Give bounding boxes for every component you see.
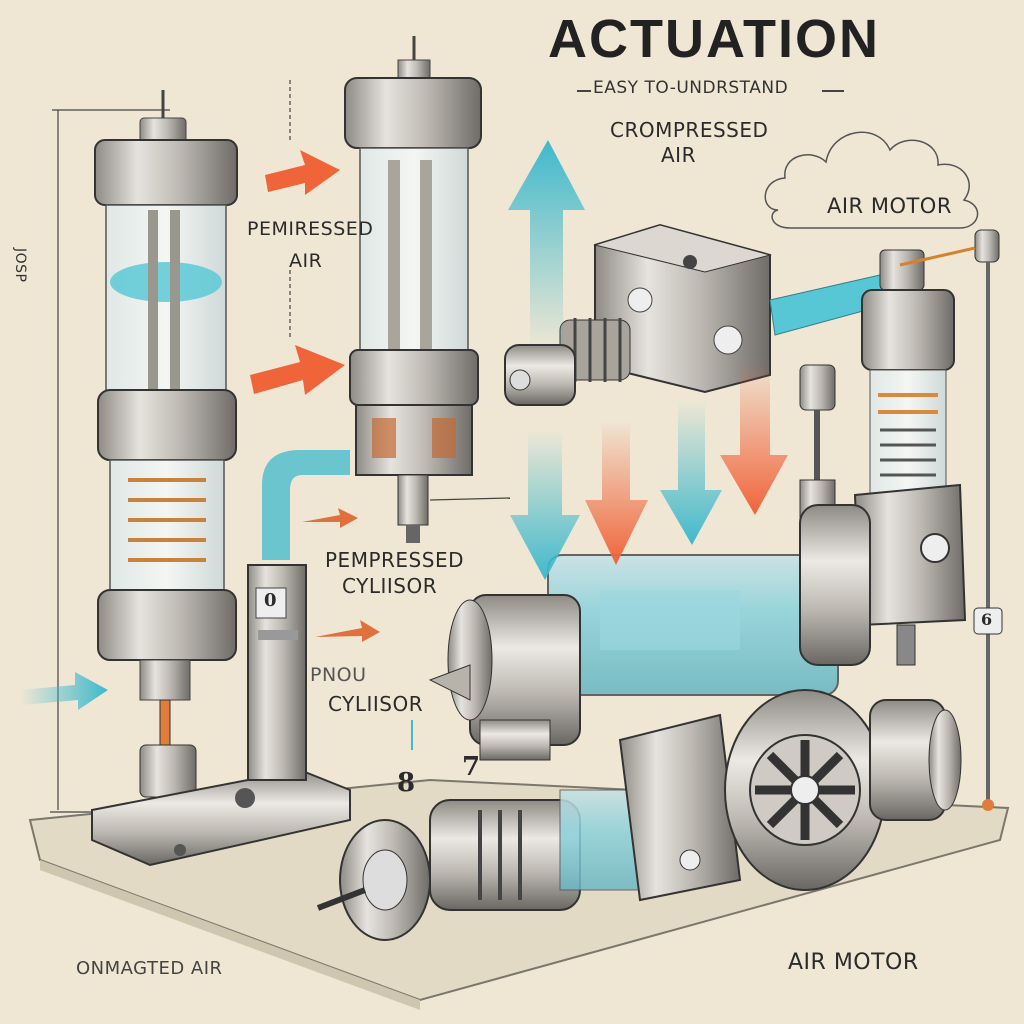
- side-rod: [899, 229, 1003, 811]
- cyan-arrow-down-2: [660, 400, 722, 545]
- cyan-arrow-up: [508, 140, 585, 350]
- small-orange-arrow-2: [315, 620, 380, 642]
- mounting-bracket: [247, 564, 307, 781]
- unmasted-air-label: ONMAGTED AIR: [76, 958, 223, 979]
- flow-arrows: [20, 140, 788, 710]
- pneumatic-cylinder-label-line2: CYLIISOR: [328, 692, 424, 716]
- left-vertical-cylinder: [94, 90, 238, 798]
- callout-number-8: 8: [397, 768, 416, 798]
- orange-arrow-down-2: [720, 360, 788, 515]
- cyan-arrow-left: [20, 672, 108, 710]
- compressed-air-label-line2: AIR: [661, 143, 696, 167]
- cyan-arrow-bend: [262, 450, 350, 560]
- center-vertical-cylinder: [344, 36, 482, 543]
- callout-number-0: 0: [264, 590, 278, 611]
- orange-arrow-down-1: [585, 420, 648, 565]
- orange-arrow-top-left: [265, 150, 340, 195]
- pempressed-cylinder-label-line1: PEMPRESSED: [325, 548, 464, 572]
- cyan-arrow-down-1: [510, 430, 580, 580]
- dimension-label: JOSP: [12, 248, 28, 283]
- air-motor-label-top: AIR MOTOR: [827, 194, 952, 218]
- callout-number-7: 7: [462, 752, 481, 782]
- pemiressed-air-label-line2: AIR: [289, 250, 323, 272]
- diagram-title: ACTUATION: [548, 9, 880, 69]
- callout-number-6: 6: [981, 610, 993, 629]
- pemiressed-air-label-line1: PEMIRESSED: [247, 218, 374, 240]
- cloud-shape: [764, 131, 979, 229]
- subtitle-rule-left: [577, 90, 591, 92]
- diagram-subtitle: EASY TO-UNDRSTAND: [593, 78, 789, 98]
- pneumatic-cylinder-label-line1: PNOU: [310, 664, 367, 686]
- compressed-air-label-line1: CROMPRESSED: [610, 118, 769, 142]
- orange-arrow-mid-left: [250, 345, 345, 395]
- pempressed-cylinder-label-line2: CYLIISOR: [342, 574, 438, 598]
- horizontal-piston-rod: [504, 274, 886, 406]
- subtitle-rule-right: [822, 90, 844, 92]
- right-vertical-cylinder: [799, 249, 967, 666]
- bottom-air-motor: [316, 689, 962, 941]
- air-motor-label-bottom: AIR MOTOR: [788, 950, 919, 975]
- horizontal-glass-cylinder: [428, 504, 871, 761]
- small-orange-arrow-1: [302, 508, 358, 528]
